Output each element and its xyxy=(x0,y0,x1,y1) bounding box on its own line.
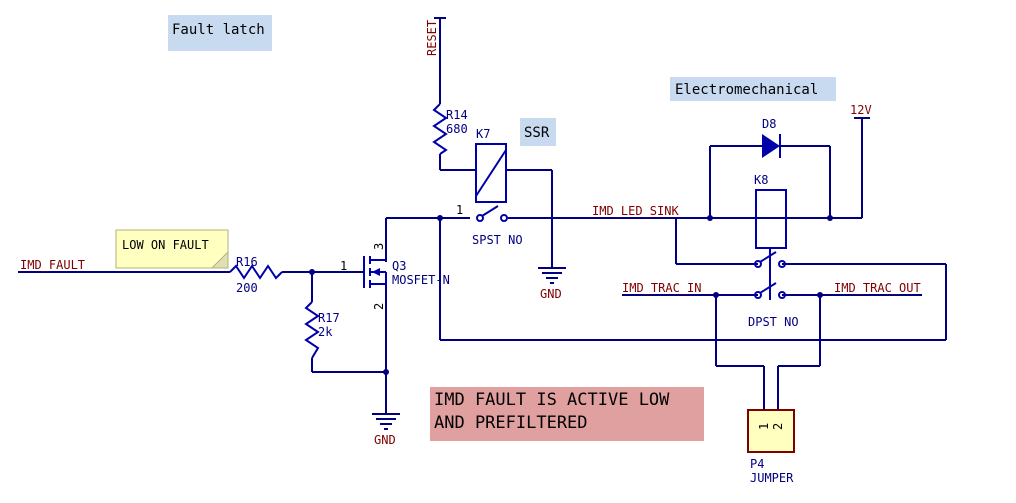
imd-trac-out-net-label: IMD_TRAC_OUT xyxy=(834,281,921,295)
imd-led-sink-net-label: IMD_LED_SINK xyxy=(592,204,679,218)
gnd-label-k7: GND xyxy=(540,287,562,301)
q3-gate-pin: 1 xyxy=(340,259,347,273)
warning-line-1: IMD FAULT IS ACTIVE LOW xyxy=(434,390,670,410)
v12-label: 12V xyxy=(850,103,872,117)
resistor-r17: R17 2k xyxy=(304,301,340,359)
junction-dots xyxy=(309,215,833,375)
low-on-fault-text: LOW ON FAULT xyxy=(122,238,209,252)
k7-value: SPST NO xyxy=(472,233,523,247)
q3-drain-pin: 3 xyxy=(372,243,386,250)
wires xyxy=(18,18,947,414)
fault-latch-note: Fault latch xyxy=(168,15,272,51)
warning-line-2: AND PREFILTERED xyxy=(434,413,588,433)
r16-value: 200 xyxy=(236,281,258,295)
fault-latch-text: Fault latch xyxy=(172,22,265,38)
q3-source-pin: 2 xyxy=(372,303,386,310)
ssr-text: SSR xyxy=(524,125,550,141)
warning-note: IMD FAULT IS ACTIVE LOW AND PREFILTERED xyxy=(430,387,704,441)
reset-label: RESET xyxy=(425,20,439,56)
gnd-symbol-k7: GND xyxy=(538,267,566,301)
power-12v-symbol: 12V xyxy=(850,103,872,119)
electromechanical-text: Electromechanical xyxy=(675,82,818,98)
resistor-r14: R14 680 xyxy=(432,103,468,155)
k8-value: DPST NO xyxy=(748,315,799,329)
q3-value: MOSFET-N xyxy=(392,273,450,287)
relay-k8: K8 DPST NO xyxy=(748,173,799,329)
r16-ref: R16 xyxy=(236,255,258,269)
resistor-r16: R16 200 xyxy=(229,255,283,295)
p4-ref: P4 xyxy=(750,457,764,471)
p4-value: JUMPER xyxy=(750,471,794,485)
imd-fault-net-label: IMD_FAULT xyxy=(20,258,85,272)
p4-pin-1: 1 xyxy=(757,423,771,430)
d8-ref: D8 xyxy=(762,117,776,131)
mosfet-q3: Q3 MOSFET-N 1 3 2 xyxy=(340,243,450,310)
electromechanical-note: Electromechanical xyxy=(670,77,836,101)
r14-ref: R14 xyxy=(446,108,468,122)
r17-ref: R17 xyxy=(318,311,340,325)
relay-k7: K7 SPST NO 1 xyxy=(456,127,523,247)
gnd-label-q3: GND xyxy=(374,433,396,447)
k8-ref: K8 xyxy=(754,173,768,187)
low-on-fault-note: LOW ON FAULT xyxy=(115,229,229,269)
p4-pin-2: 2 xyxy=(771,423,785,430)
k7-pin: 1 xyxy=(456,203,463,217)
reset-port: RESET xyxy=(425,17,446,56)
r17-value: 2k xyxy=(318,325,333,339)
k7-ref: K7 xyxy=(476,127,490,141)
imd-trac-in-net-label: IMD_TRAC_IN xyxy=(622,281,701,295)
gnd-symbol-q3: GND xyxy=(372,413,400,447)
jumper-p4: 1 2 P4 JUMPER xyxy=(747,409,795,485)
ssr-note: SSR xyxy=(520,118,556,146)
q3-ref: Q3 xyxy=(392,259,406,273)
diode-d8: D8 xyxy=(762,117,781,158)
r14-value: 680 xyxy=(446,122,468,136)
